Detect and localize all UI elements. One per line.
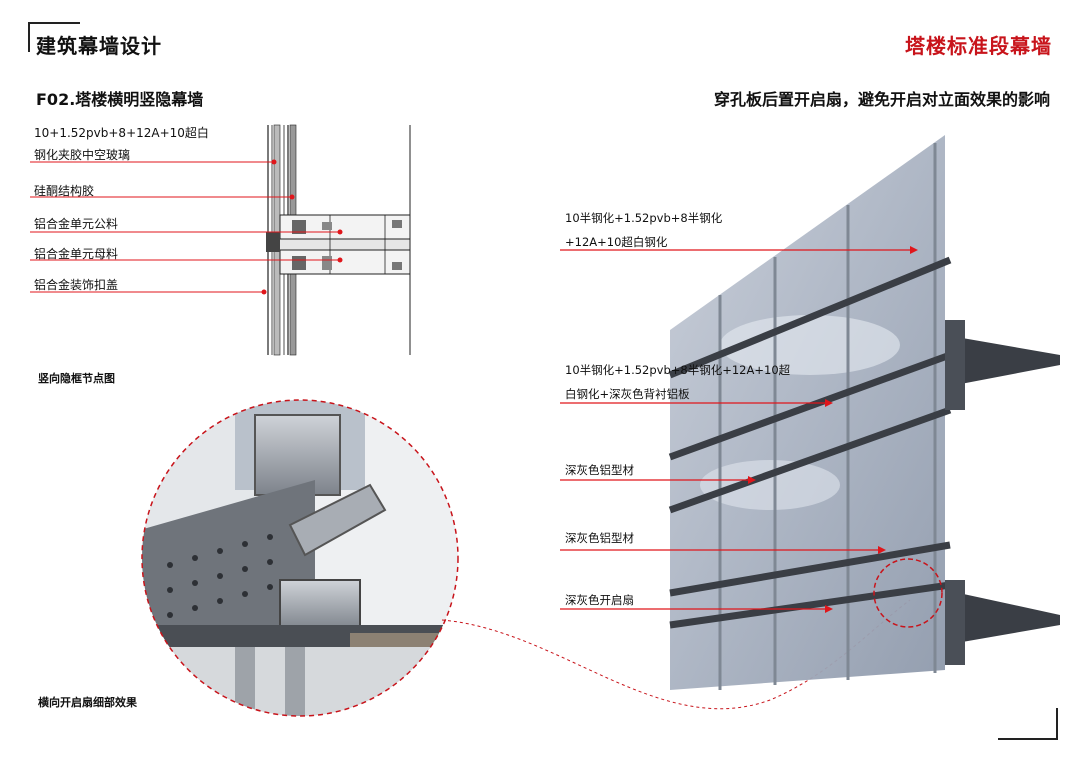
page-title: 建筑幕墙设计: [36, 34, 162, 58]
frame-corner-bottom-right: [998, 708, 1058, 740]
callout-glass-line2: 钢化夹胶中空玻璃: [34, 148, 131, 162]
magnified-detail-render: [141, 399, 459, 717]
callout-sealant: 硅酮结构胶: [34, 184, 95, 198]
section-title: 塔楼标准段幕墙: [905, 34, 1052, 58]
detail-caption: 竖向隐框节点图: [38, 372, 115, 385]
callout-cover-cap: 铝合金装饰扣盖: [34, 278, 119, 292]
right-subtitle: 穿孔板后置开启扇，避免开启对立面效果的影响: [713, 90, 1050, 109]
callout-right-glass-line2: +12A+10超白钢化: [565, 235, 668, 249]
callout-right-vent: 深灰色开启扇: [565, 593, 634, 607]
frame-corner-top-left: [28, 22, 80, 52]
section-detail-drawing: [30, 124, 411, 356]
facade-render-image: [560, 135, 1060, 690]
callout-right-glass-line1: 10半钢化+1.52pvb+8半钢化: [565, 211, 723, 225]
callout-right-profile-1: 深灰色铝型材: [565, 463, 634, 477]
callout-glass-line1: 10+1.52pvb+8+12A+10超白: [34, 126, 209, 140]
callout-right-spandrel-line2: 白钢化+深灰色背衬铝板: [565, 387, 690, 401]
left-subtitle: F02.塔楼横明竖隐幕墙: [36, 90, 204, 109]
callout-male-profile: 铝合金单元公料: [34, 217, 119, 231]
callout-right-spandrel-line1: 10半钢化+1.52pvb+8半钢化+12A+10超: [565, 363, 791, 377]
callout-female-profile: 铝合金单元母料: [34, 247, 119, 261]
render-caption: 横向开启扇细部效果: [38, 696, 137, 709]
callout-right-profile-2: 深灰色铝型材: [565, 531, 634, 545]
